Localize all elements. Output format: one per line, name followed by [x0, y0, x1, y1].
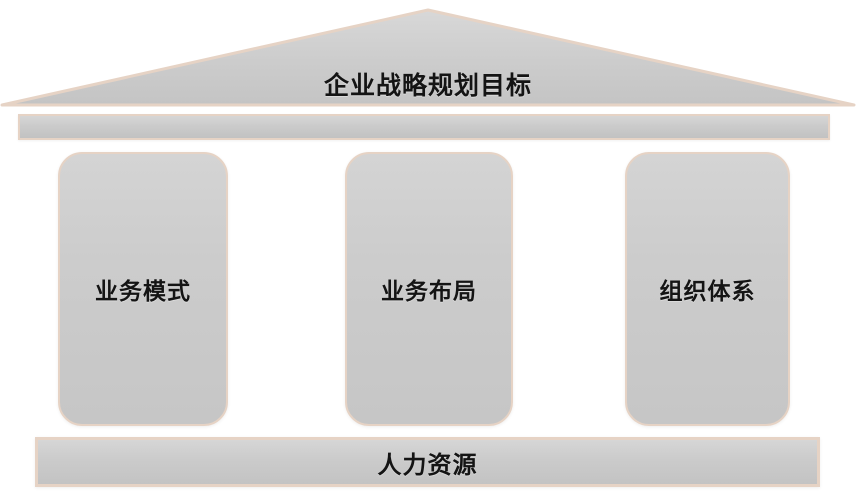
pillar-business-model[interactable]: 业务模式	[58, 152, 228, 426]
foundation-base[interactable]: 人力资源	[35, 437, 820, 487]
pillar-label: 业务布局	[381, 278, 477, 304]
pediment-triangle-icon	[0, 8, 856, 107]
pillar-organization-system[interactable]: 组织体系	[625, 152, 790, 426]
pediment-roof[interactable]: 企业战略规划目标	[0, 8, 856, 108]
foundation-label: 人力资源	[377, 451, 478, 479]
pediment-label: 企业战略规划目标	[323, 72, 532, 100]
architrave-beam[interactable]	[18, 114, 830, 140]
pillar-label: 业务模式	[95, 278, 191, 304]
pillar-label: 组织体系	[659, 278, 756, 304]
pillar-business-layout[interactable]: 业务布局	[345, 152, 513, 426]
